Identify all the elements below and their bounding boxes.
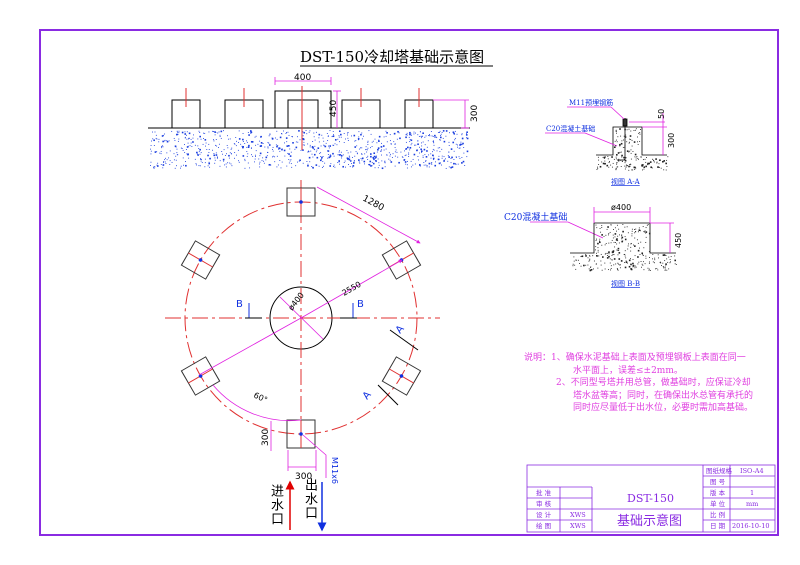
tb-model: DST-150 [627, 492, 674, 505]
dim-inner-dia: ø400 [286, 291, 306, 312]
bb-concrete-label: C20混凝土基础 [504, 211, 567, 223]
bb-caption: 视图 B-B [611, 279, 640, 288]
section-bb [570, 222, 676, 254]
foundation-pad [180, 356, 221, 396]
section-b-right: B [357, 299, 364, 310]
aa-concrete-label: C20混凝土基础 [546, 124, 595, 133]
aa-dim-top: 50 [657, 109, 666, 119]
tb-review: 审 核 [536, 499, 552, 508]
note-1b: 水平面上，误差≤±2mm。 [573, 365, 683, 376]
note-1: 1、确保水泥基础上表面及预埋钢板上表面在同一 [551, 353, 746, 363]
dim-circle-dia: 2550 [341, 280, 363, 298]
foundation-pad [286, 187, 316, 217]
drawing-title: DST-150冷却塔基础示意图 [300, 48, 484, 66]
notes: 说明：1、确保水泥基础上表面及预埋钢板上表面在同一 水平面上，误差≤±2mm。 … [524, 352, 779, 415]
tb-paper: ISO-A4 [740, 467, 764, 475]
outlet-label: 出水口 [302, 478, 317, 520]
dim-elev-tall: 450 [329, 100, 339, 117]
tb-drawing-name: 基础示意图 [617, 513, 682, 529]
title-block [526, 464, 776, 533]
elevation-dimensions [274, 77, 469, 129]
bb-dim-height: 450 [674, 233, 683, 248]
aa-dim-height: 300 [667, 133, 676, 148]
tb-version-label: 版 本 [710, 488, 726, 497]
section-a-bottom: A [361, 389, 374, 401]
drawing-frame [39, 29, 779, 536]
tb-date-label: 日 期 [710, 522, 726, 530]
aa-bolt-label: M11预埋钢筋 [569, 98, 613, 107]
dim-square-h: 300 [261, 429, 271, 446]
note-2: 2、不同型号塔并用总管，做基础时，应保证冷却 [556, 378, 751, 388]
foundation-pad [381, 356, 422, 396]
tb-number-label: 图 号 [710, 478, 726, 486]
dim-spacing: 1280 [361, 194, 386, 214]
dim-elev-height: 300 [470, 105, 480, 122]
tb-draw: 绘 图 [536, 521, 551, 530]
elevation-centerlines [185, 86, 420, 150]
aa-caption: 视图 A-A [611, 177, 641, 186]
inlet-label: 进水口 [268, 484, 283, 526]
dim-elev-width: 400 [294, 73, 311, 83]
gravel-fill [150, 130, 469, 170]
tb-approve: 批 准 [536, 488, 552, 497]
concrete-fill [572, 128, 677, 272]
bb-dim-dia: ø400 [611, 203, 631, 212]
note-2b: 塔水盆等高；同时，在确保出水总管有承托的 [573, 390, 754, 401]
tb-drafter: XWS [570, 522, 586, 530]
tb-paper-label: 图纸规格 [706, 466, 733, 475]
elevation-view [148, 90, 470, 129]
tb-date: 2016-10-10 [732, 522, 769, 530]
notes-prefix: 说明： [524, 353, 552, 363]
foundation-pad [180, 240, 221, 280]
dim-square-w: 300 [295, 472, 312, 482]
tb-unit: mm [746, 500, 758, 508]
tb-version: 1 [750, 489, 754, 497]
note-2c: 同时应尽量低于出水位，必要时需加高基础。 [573, 403, 754, 413]
section-b-left: B [236, 299, 243, 310]
tb-unit-label: 单 位 [710, 499, 726, 508]
tb-designer: XWS [570, 511, 586, 519]
tb-scale-label: 比 例 [710, 510, 725, 519]
dim-angle: 60° [252, 391, 269, 405]
bolt-label: M11x6 [330, 457, 339, 484]
tb-design: 设 计 [536, 510, 552, 519]
